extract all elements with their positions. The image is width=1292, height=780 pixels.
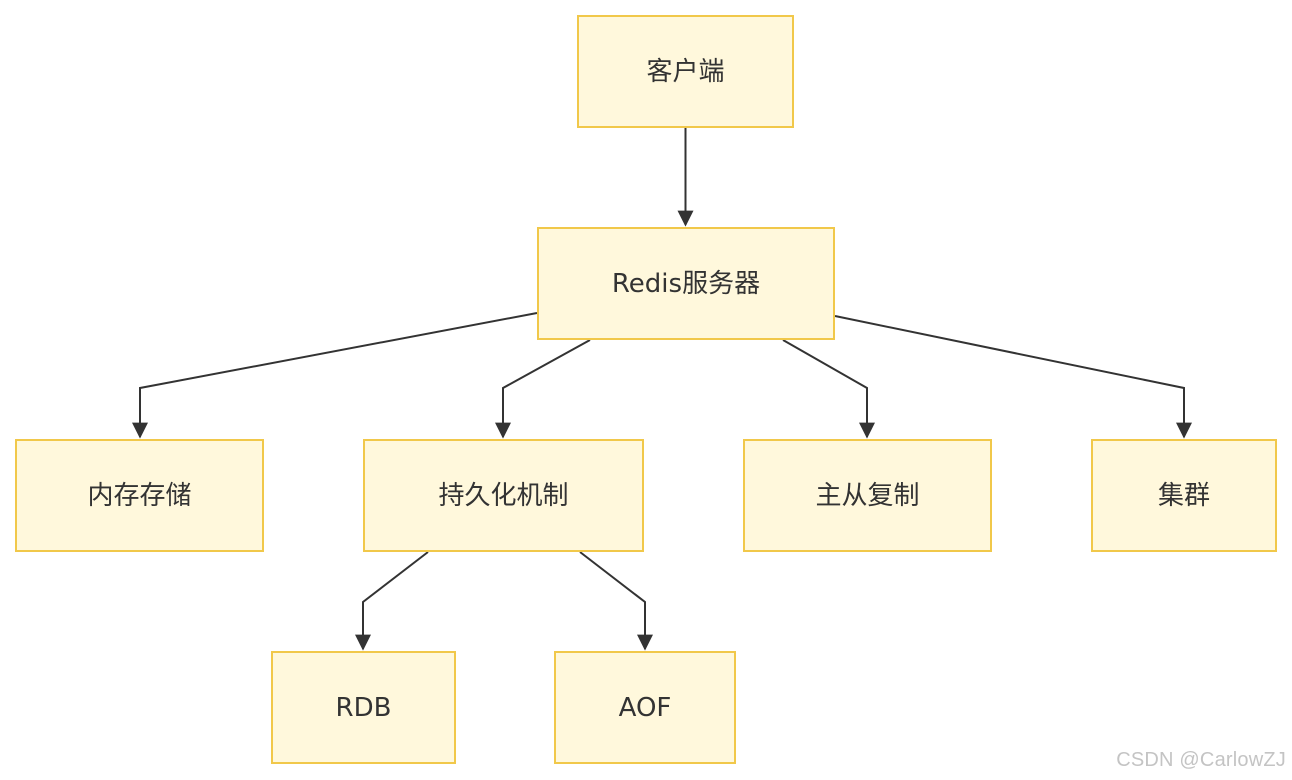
persistence-node-label: 持久化机制 (438, 480, 569, 511)
edge-redis-to-cluster (834, 315, 1192, 439)
edge-persistence-to-rdb (355, 551, 429, 651)
redis-server-node-label: Redis服务器 (611, 268, 761, 299)
rdb-node: RDB (271, 651, 456, 764)
redis-server-node: Redis服务器 (537, 227, 835, 340)
cluster-node: 集群 (1091, 439, 1277, 552)
replication-node-label: 主从复制 (815, 480, 920, 511)
aof-node-label: AOF (618, 692, 672, 723)
edge-redis-to-persistence (495, 339, 591, 439)
aof-node: AOF (554, 651, 736, 764)
client-node-label: 客户端 (646, 56, 725, 87)
memory-storage-node: 内存存储 (15, 439, 264, 552)
persistence-node: 持久化机制 (363, 439, 644, 552)
edge-redis-to-memory (132, 312, 538, 439)
memory-storage-node-label: 内存存储 (87, 480, 192, 511)
watermark: CSDN @CarlowZJ (1116, 749, 1286, 771)
edge-redis-to-replication (782, 339, 875, 439)
cluster-node-label: 集群 (1157, 480, 1210, 511)
replication-node: 主从复制 (743, 439, 992, 552)
rdb-node-label: RDB (335, 692, 392, 723)
client-node: 客户端 (577, 15, 794, 128)
edge-persistence-to-aof (579, 551, 653, 651)
